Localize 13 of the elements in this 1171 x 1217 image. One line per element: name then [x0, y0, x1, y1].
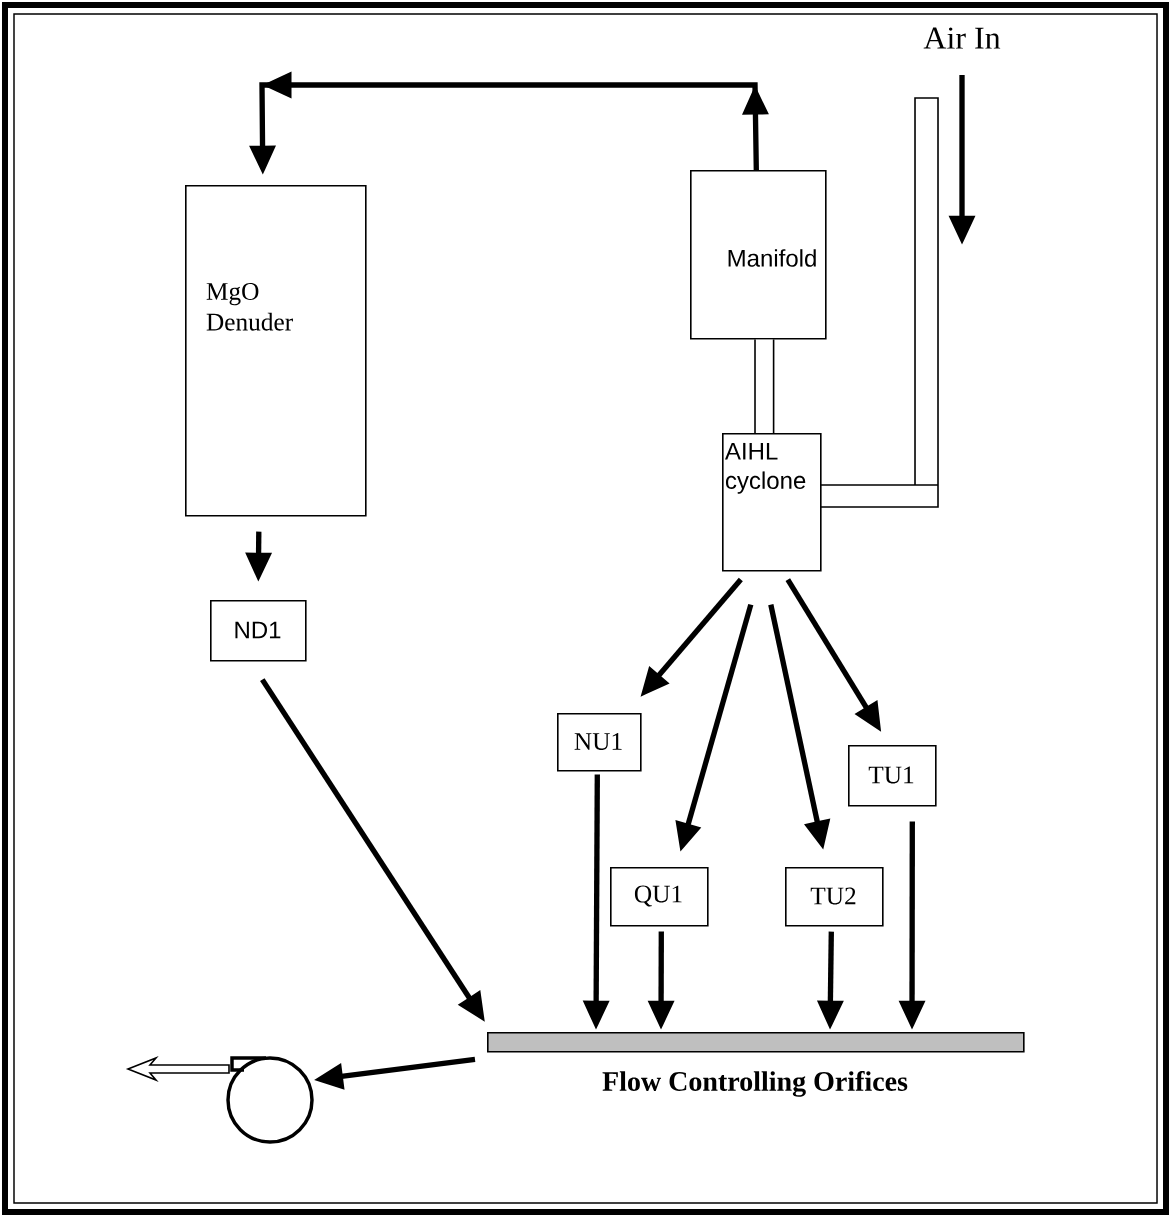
sampler-box: NU1 [557, 713, 642, 772]
sampler-box: TU1 [848, 745, 937, 807]
manifold-box: Manifold [690, 170, 827, 340]
connecting-tube [754, 339, 775, 433]
sampler-box: TU2 [785, 867, 884, 927]
sampler-box: ND1 [210, 600, 307, 662]
denuder-box: MgO Denuder [185, 185, 367, 517]
node-label: Flow Controlling Orifices [602, 1070, 908, 1097]
orifice-bar: Flow Controlling Orifices [487, 1032, 1025, 1097]
sampler-box: QU1 [610, 867, 709, 927]
cyclone-box: AIHL cyclone [722, 433, 822, 572]
pump-symbol [226, 1056, 314, 1144]
label: Air In [923, 27, 1001, 49]
